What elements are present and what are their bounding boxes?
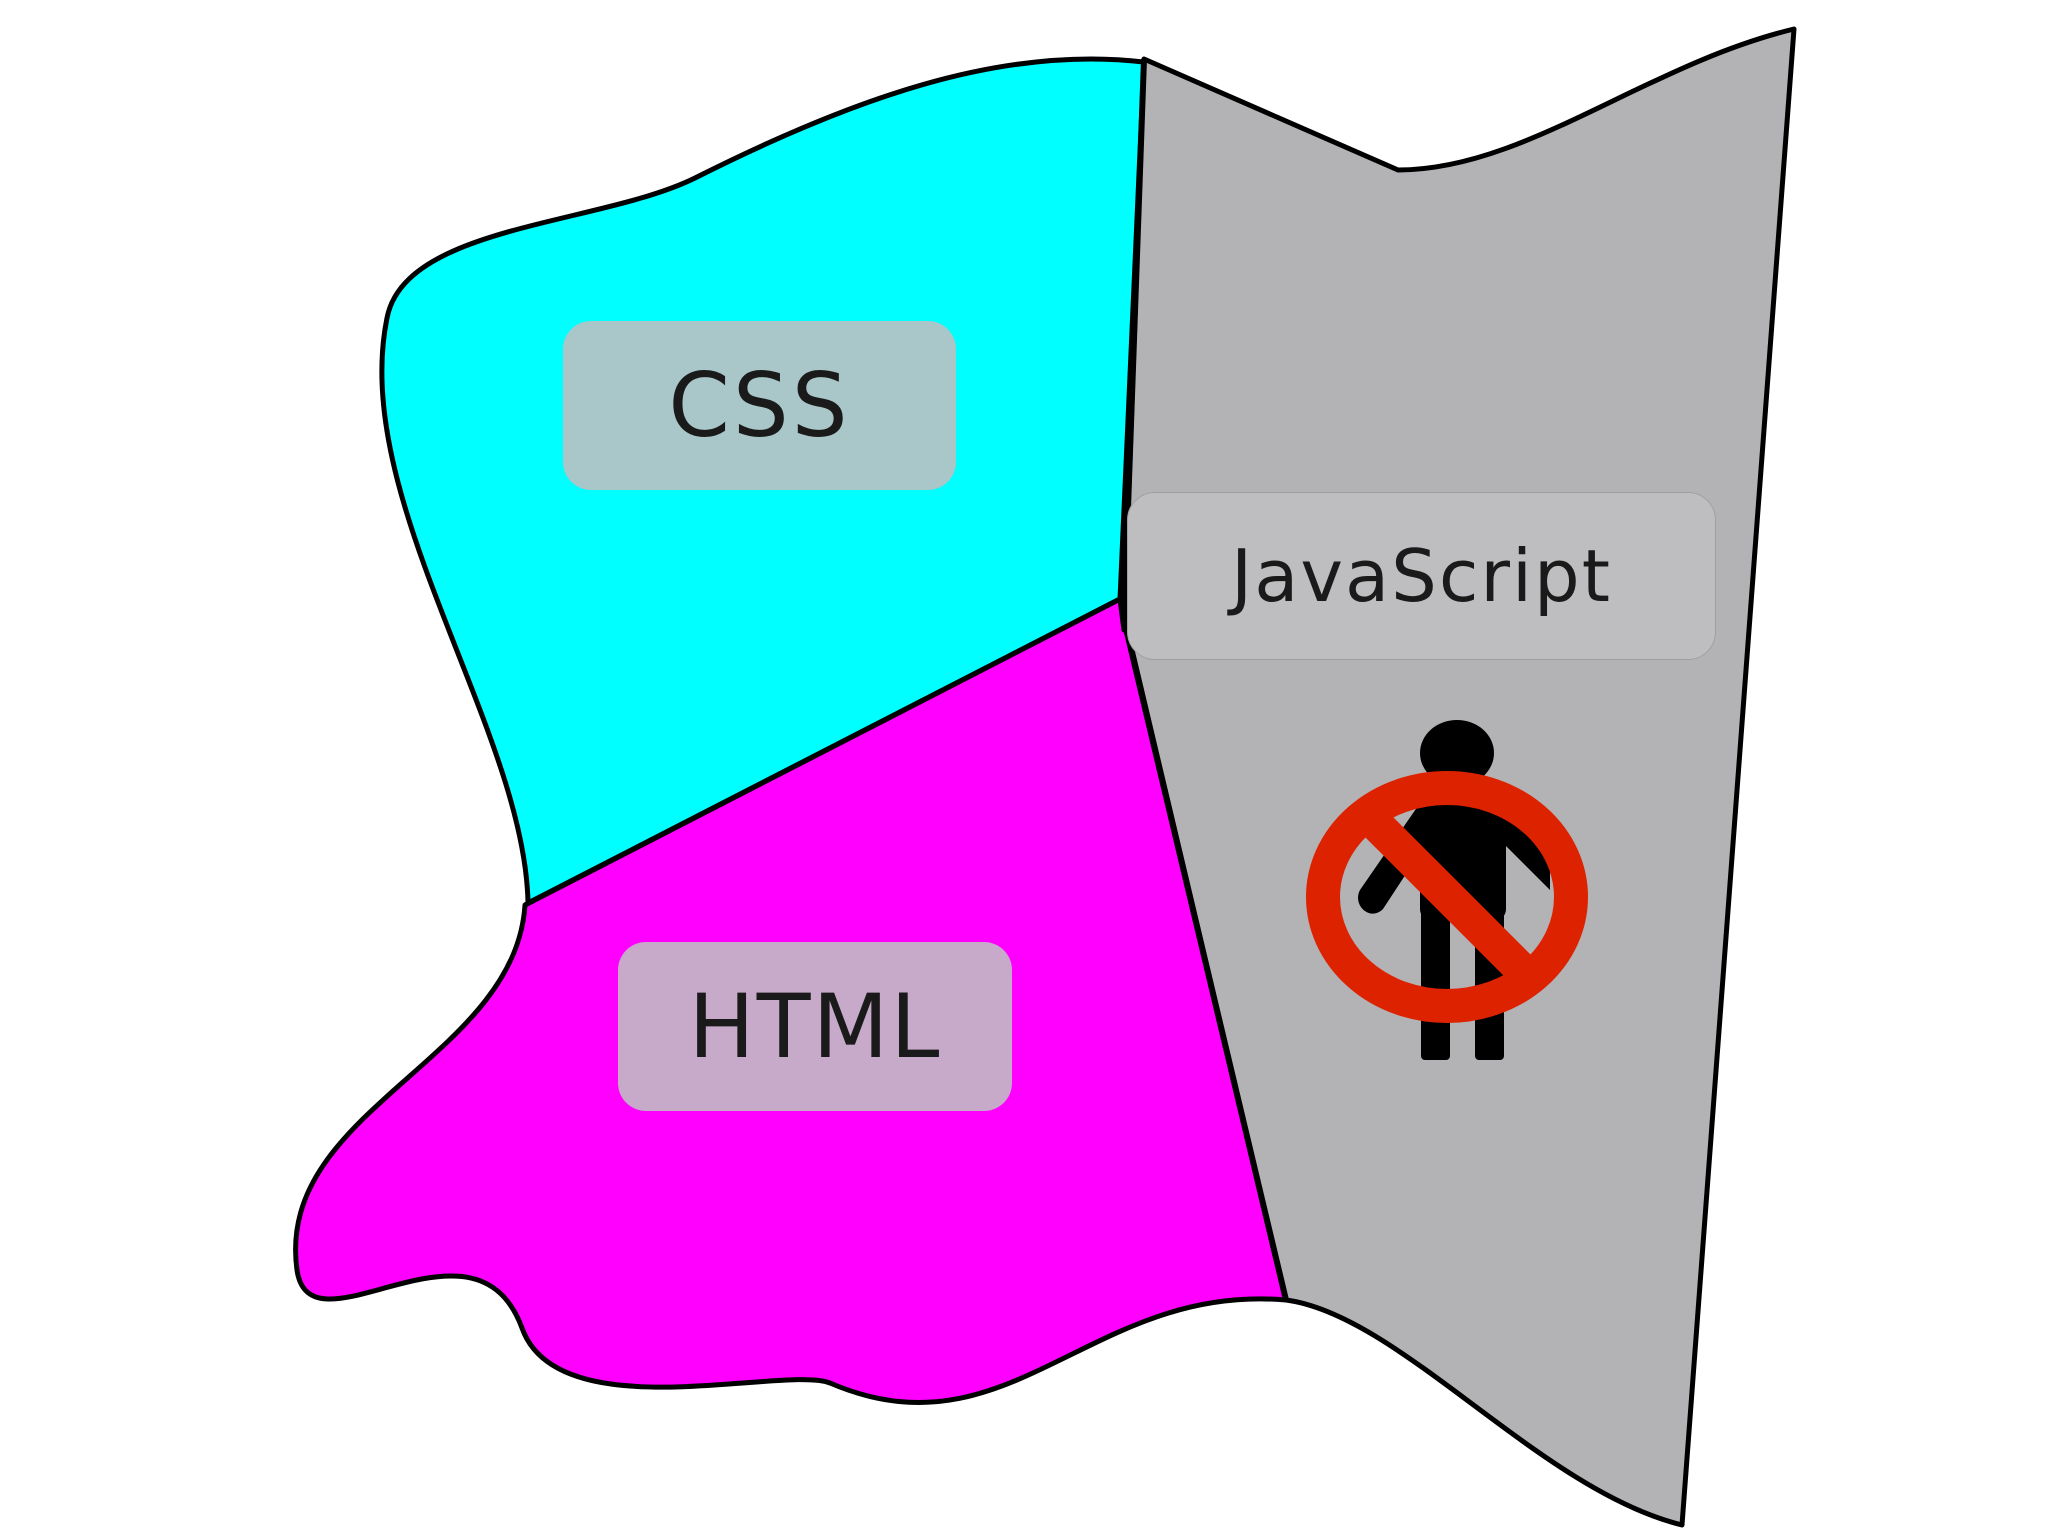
css-label: CSS: [563, 321, 956, 490]
prohibition-slash: [1362, 810, 1535, 983]
html-label: HTML: [618, 942, 1012, 1111]
no-person-prohibition-icon: [1306, 720, 1588, 1060]
javascript-label: JavaScript: [1127, 492, 1716, 660]
prohibition-circle: [1306, 771, 1588, 1023]
